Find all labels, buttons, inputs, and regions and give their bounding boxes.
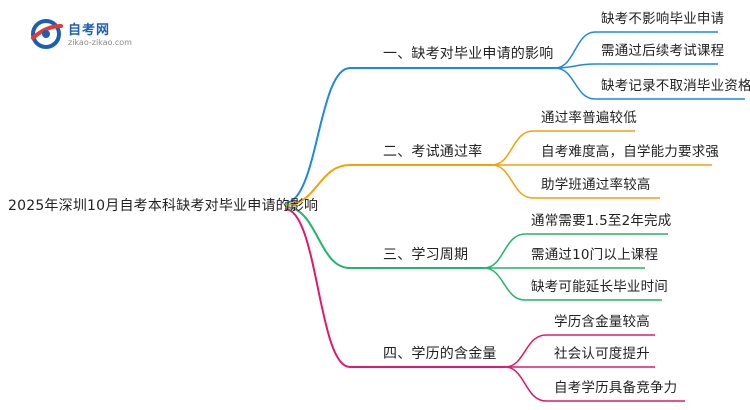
- branch-1-label: 一、缺考对毕业申请的影响: [383, 46, 554, 62]
- logo-mark-icon: [31, 19, 63, 49]
- link-root-branch-3: [284, 206, 351, 269]
- link-root-branch-1: [284, 67, 351, 204]
- site-logo[interactable]: 自考网 zikao-zikao.com: [28, 14, 148, 54]
- logo-url: zikao-zikao.com: [68, 38, 132, 47]
- link-branch-3-leaf-3: [483, 267, 526, 301]
- branch-4-leaf-2: 社会认可度提升: [554, 346, 650, 362]
- branch-3-label: 三、学习周期: [383, 247, 469, 263]
- link-branch-4-leaf-3: [504, 366, 547, 402]
- link-root-branch-2: [284, 164, 351, 206]
- link-branch-1-leaf-1: [554, 31, 596, 69]
- link-branch-3-leaf-1: [483, 233, 526, 269]
- branch-4-label: 四、学历的含金量: [383, 346, 497, 362]
- link-branch-4-leaf-1: [504, 334, 547, 368]
- branch-4-leaf-1: 学历含金量较高: [554, 314, 650, 330]
- link-branch-2-leaf-3: [491, 164, 534, 199]
- branch-4-leaf-3: 自考学历具备竞争力: [554, 380, 678, 396]
- root-topic: 2025年深圳10月自考本科缺考对毕业申请的影响: [8, 198, 319, 214]
- branch-3-leaf-1: 通常需要1.5至2年完成: [531, 213, 672, 229]
- branch-2-leaf-1: 通过率普遍较低: [541, 110, 637, 126]
- branch-1-leaf-3: 缺考记录不取消毕业资格: [601, 78, 750, 94]
- branch-2-leaf-2: 自考难度高，自学能力要求强: [541, 144, 720, 160]
- branch-2-label: 二、考试通过率: [383, 144, 483, 160]
- branch-1-leaf-2: 需通过后续考试课程: [601, 43, 725, 59]
- link-branch-1-leaf-3: [554, 67, 596, 100]
- branch-3-leaf-2: 需通过10门以上课程: [531, 247, 659, 263]
- logo-name: 自考网: [68, 23, 111, 38]
- branch-2-leaf-3: 助学班通过率较高: [541, 177, 651, 193]
- link-branch-2-leaf-1: [491, 130, 534, 166]
- branch-1-leaf-1: 缺考不影响毕业申请: [601, 11, 725, 27]
- branch-3-leaf-3: 缺考可能延长毕业时间: [531, 279, 668, 295]
- link-root-branch-4: [284, 208, 351, 368]
